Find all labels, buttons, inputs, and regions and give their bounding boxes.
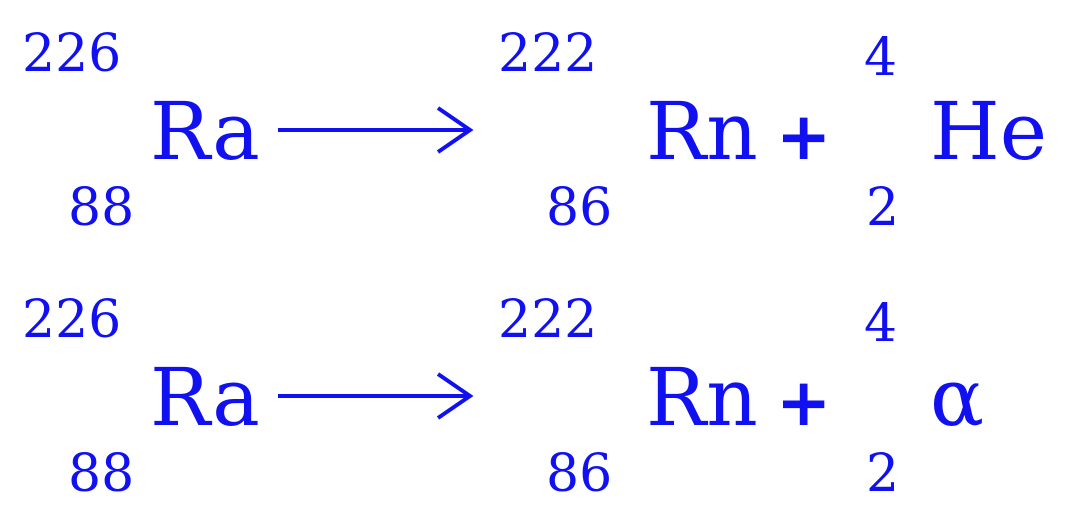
product2-atomic-number: 2 (866, 178, 900, 238)
reaction-arrow (278, 106, 474, 154)
product2-symbol: He (930, 85, 1048, 178)
product2-mass-number: 4 (864, 294, 898, 354)
product1-mass-number: 222 (498, 24, 598, 84)
reactant-symbol: Ra (150, 85, 260, 178)
plus-sign: + (776, 98, 832, 175)
product1-symbol: Rn (646, 351, 758, 444)
reaction-arrow (278, 372, 474, 420)
reactant-mass-number: 226 (22, 290, 122, 350)
plus-sign: + (776, 364, 832, 441)
product1-atomic-number: 86 (546, 444, 613, 504)
reactant-mass-number: 226 (22, 24, 122, 84)
product2-mass-number: 4 (864, 28, 898, 88)
product1-atomic-number: 86 (546, 178, 613, 238)
product2-symbol: α (930, 351, 985, 444)
reactant-symbol: Ra (150, 351, 260, 444)
product1-symbol: Rn (646, 85, 758, 178)
product2-atomic-number: 2 (866, 444, 900, 504)
product1-mass-number: 222 (498, 290, 598, 350)
reactant-atomic-number: 88 (68, 444, 135, 504)
reactant-atomic-number: 88 (68, 178, 135, 238)
